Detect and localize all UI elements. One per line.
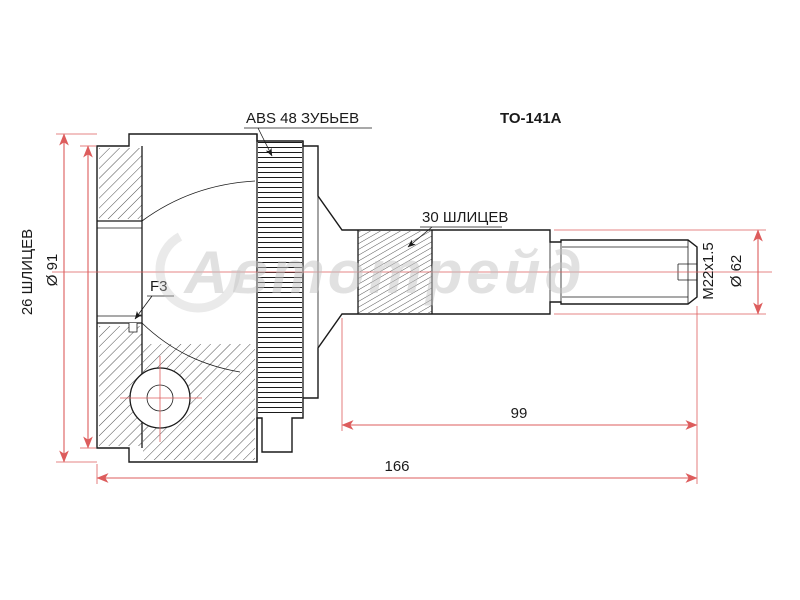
inner-spline-count-label: 26 ШЛИЦЕВ [19, 229, 36, 315]
centerlines [52, 271, 772, 442]
watermark-logo-swoosh [155, 227, 241, 313]
part-number-label: TO-141A [500, 110, 562, 127]
circlip-leader [134, 295, 153, 320]
outer-diameter-label: Ø 91 [44, 254, 61, 287]
circlip-groove [128, 323, 138, 333]
abs-tone-ring [256, 134, 304, 462]
cavity-curve-top [141, 180, 256, 222]
thread-label: M22x1.5 [700, 242, 717, 300]
shaft-diameter-label: Ø 62 [728, 255, 745, 288]
abs-leader [257, 127, 273, 157]
shaft-spline-count-label: 30 ШЛИЦЕВ [422, 209, 508, 226]
dimension-lines [56, 133, 766, 484]
abs-teeth-label: ABS 48 ЗУБЬЕВ [246, 110, 359, 127]
spline-leader [407, 226, 433, 248]
section-hatch-upper-collar [99, 148, 142, 219]
watermark: Автотрейд [155, 227, 585, 313]
shaft-length-dim-text: 99 [511, 405, 528, 422]
cv-joint-body [96, 133, 698, 463]
overall-length-dim-text: 166 [384, 458, 409, 475]
cavity-curve-bottom [141, 322, 241, 373]
callout-leaders [134, 127, 502, 320]
watermark-text: Автотрейд [182, 239, 585, 306]
circlip-label: F3 [150, 278, 168, 295]
inner-spline-bore [97, 220, 142, 333]
